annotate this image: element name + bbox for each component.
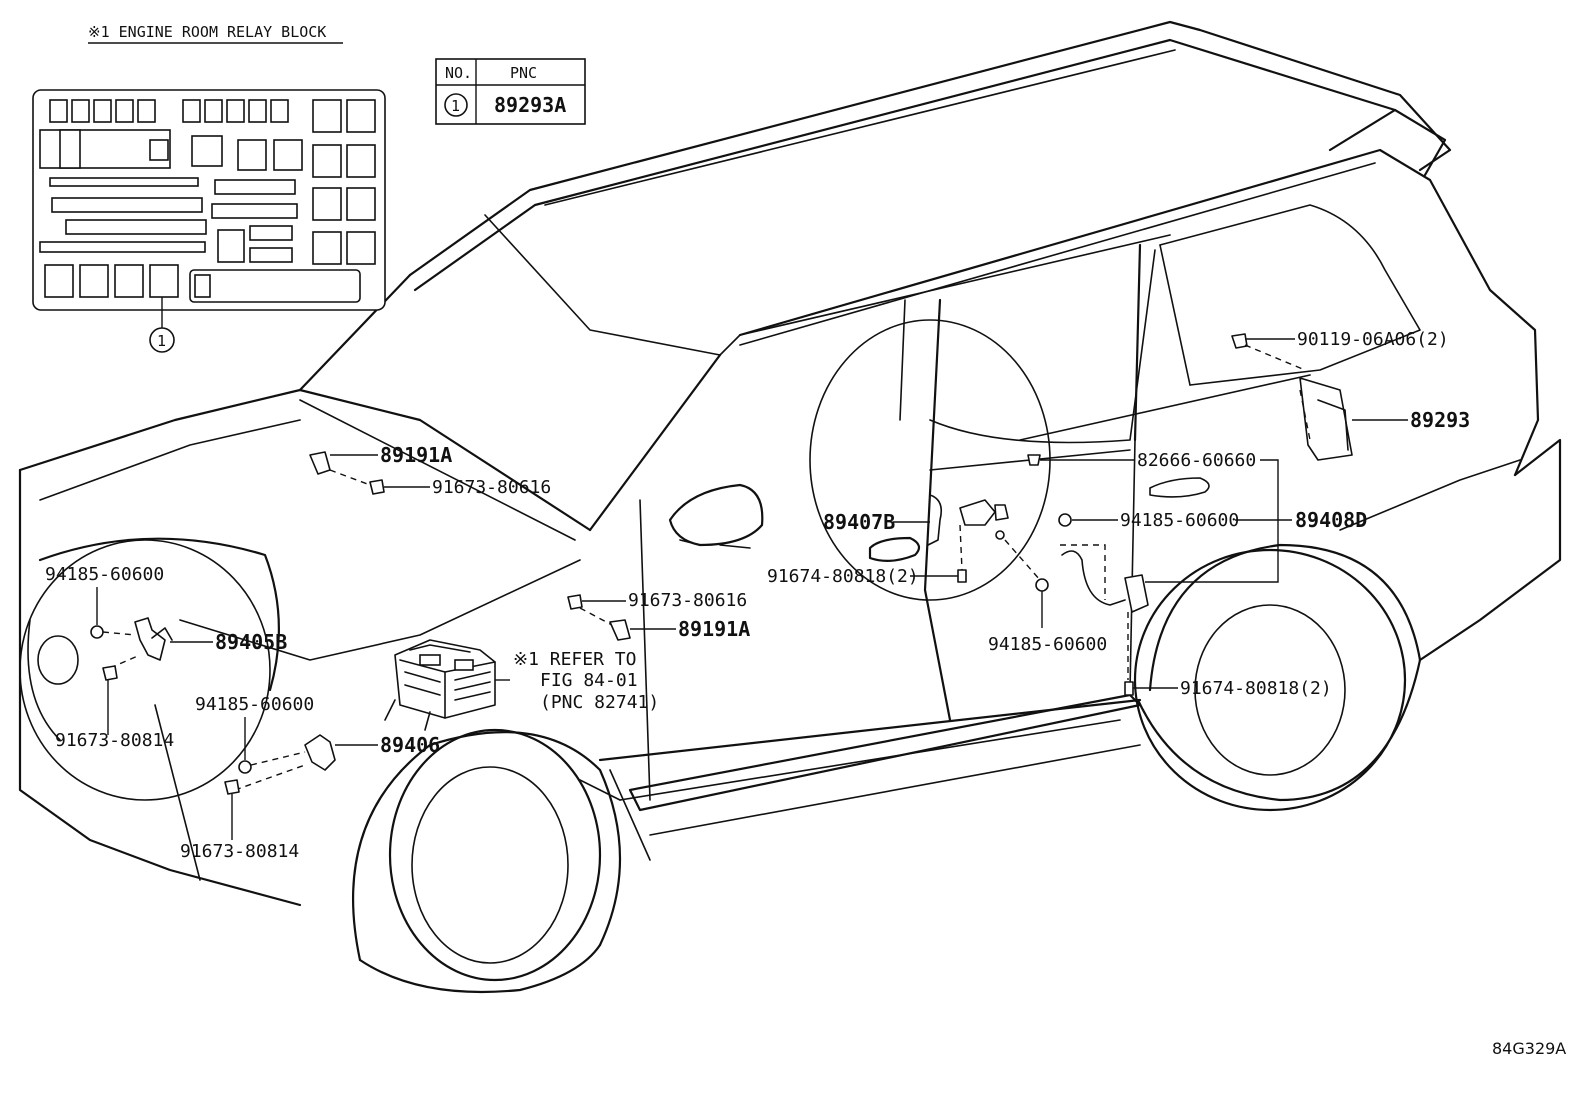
- part-89405b: 89405B: [109, 617, 287, 669]
- callout-circle: [149, 327, 175, 353]
- label-94185-60600-left: 94185-60600: [45, 564, 164, 585]
- drawing-code: 84G329A: [1492, 1039, 1566, 1058]
- part-91674-80818-mid: 91674-80818(2): [767, 566, 967, 587]
- label-91674-80818-mid: 91674-80818(2): [767, 566, 919, 587]
- label-94185-60600-mid: 94185-60600: [988, 634, 1107, 655]
- part-89293: 89293: [1299, 377, 1470, 461]
- part-91673-80616-mid: 91673-80616: [567, 590, 747, 626]
- label-89293: 89293: [1410, 408, 1470, 432]
- pnc-table: NO. PNC 1 89293A: [435, 58, 586, 125]
- relay-block-inset: ※1 ENGINE ROOM RELAY BLOCK: [32, 23, 386, 353]
- pnc-table-header-no: NO.: [445, 64, 472, 82]
- label-94185-60600-door: 94185-60600: [1120, 510, 1239, 531]
- part-89191a-mid: 89191A: [609, 617, 750, 641]
- label-89406: 89406: [380, 733, 440, 757]
- pnc-table-row-no: 1: [451, 97, 460, 115]
- label-91673-80814-left: 91673-80814: [55, 730, 174, 751]
- label-91674-80818-rear: 91674-80818(2): [1180, 678, 1332, 699]
- relay-block-callout: 1: [157, 332, 166, 350]
- part-91673-80814-left: 91673-80814: [55, 665, 174, 751]
- label-89191a-mid: 89191A: [678, 617, 750, 641]
- part-89408d: [1060, 544, 1149, 680]
- label-refer-line2: FIG 84-01: [540, 670, 638, 691]
- label-91673-80616-mid: 91673-80616: [628, 590, 747, 611]
- relay-block-fuses: [39, 99, 376, 303]
- part-94185-60600-door: 94185-60600 89408D: [1058, 508, 1367, 532]
- pnc-table-row-pnc: 89293A: [494, 93, 566, 117]
- label-94185-60600-front: 94185-60600: [195, 694, 314, 715]
- part-94185-60600-front: 94185-60600: [195, 694, 314, 774]
- label-89407b: 89407B: [823, 510, 895, 534]
- part-89407b: 89407B: [823, 494, 1041, 581]
- part-90119-06a06: 90119-06A06(2): [1231, 329, 1449, 371]
- relay-block-title: ※1 ENGINE ROOM RELAY BLOCK: [88, 23, 326, 41]
- pnc-table-header-pnc: PNC: [510, 64, 537, 82]
- part-89191a-top: 89191A: [309, 443, 452, 486]
- label-refer-line3: (PNC 82741): [540, 692, 659, 713]
- label-91673-80814-bottom: 91673-80814: [180, 841, 299, 862]
- label-91673-80616-top: 91673-80616: [432, 477, 551, 498]
- label-89405b: 89405B: [215, 630, 287, 654]
- part-94185-60600-left: 94185-60600: [45, 564, 164, 639]
- part-91674-80818-rear: 91674-80818(2): [1124, 678, 1332, 699]
- part-82666-60660: 82666-60660: [1027, 450, 1279, 583]
- part-91673-80616-top: 91673-80616: [369, 477, 551, 498]
- part-89406: 89406: [234, 733, 440, 791]
- part-94185-60600-mid: 94185-60600: [988, 578, 1107, 655]
- label-refer-line1: ※1 REFER TO: [513, 649, 636, 670]
- vehicle-outline: [18, 20, 1562, 994]
- label-89408d: 89408D: [1295, 508, 1367, 532]
- part-91673-80814-bottom: 91673-80814: [180, 779, 299, 862]
- label-89191a-top: 89191A: [380, 443, 452, 467]
- label-82666-60660: 82666-60660: [1137, 450, 1256, 471]
- label-90119-06a06: 90119-06A06(2): [1297, 329, 1449, 350]
- part-engine-relay-block: ※1 REFER TO FIG 84-01 (PNC 82741): [384, 639, 659, 731]
